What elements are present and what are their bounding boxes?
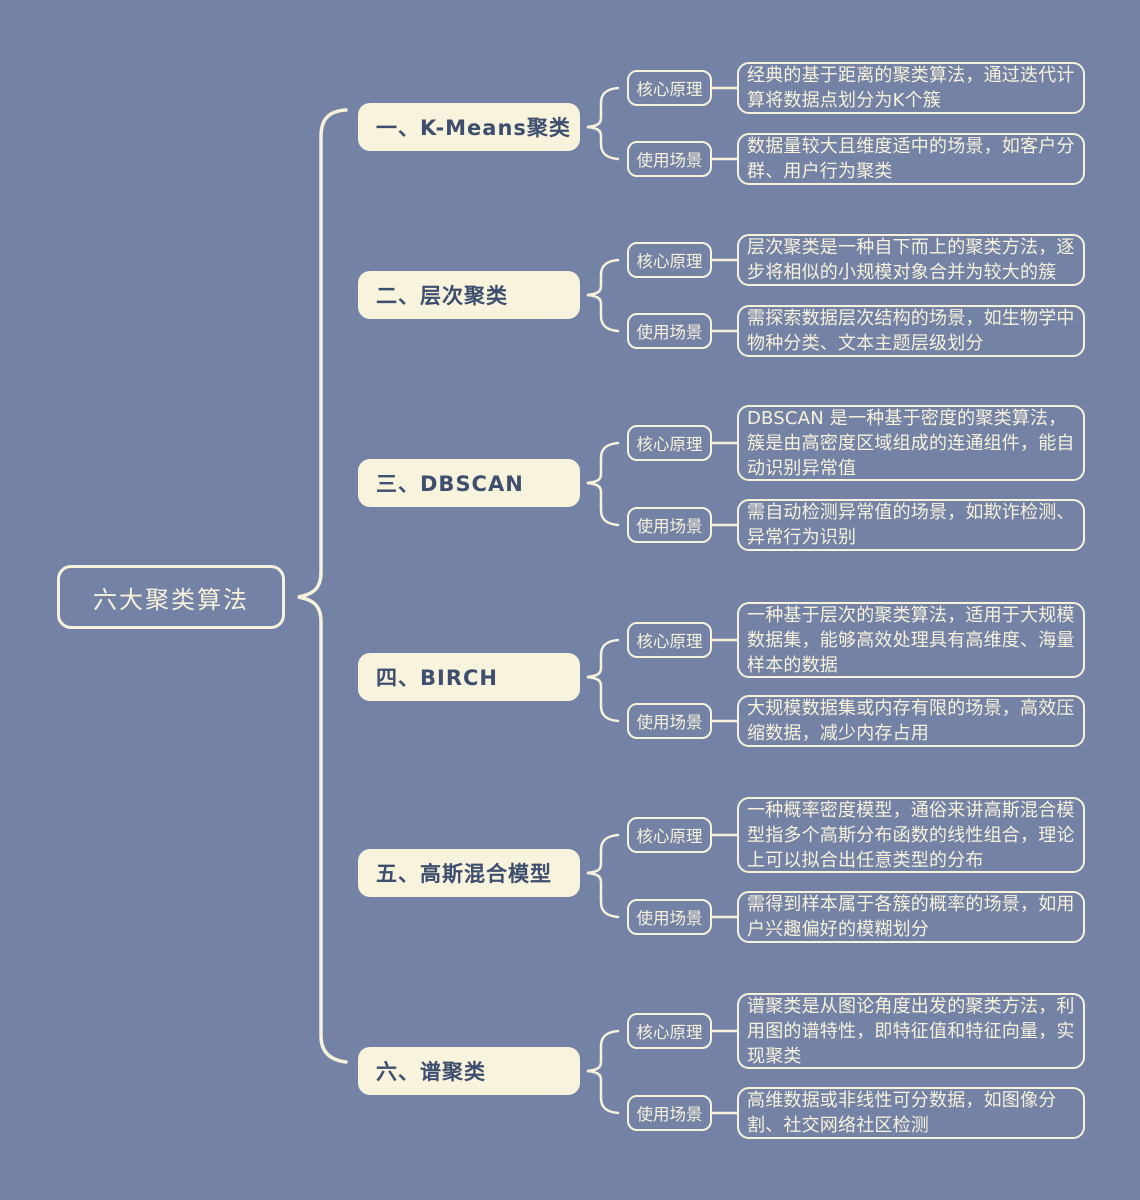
sub-label-text: 核心原理: [636, 435, 703, 454]
root-node[interactable]: 六大聚类算法: [57, 565, 285, 629]
branch-node-birch[interactable]: 四、BIRCH: [358, 653, 580, 701]
branch-brace-2: [586, 258, 620, 333]
root-label: 六大聚类算法: [93, 585, 249, 614]
sub-label-text: 核心原理: [636, 632, 703, 651]
scenario-label-birch[interactable]: 使用场景: [627, 703, 712, 739]
branch-brace-4: [586, 638, 620, 723]
desc-text: 需探索数据层次结构的场景，如生物学中物种分类、文本主题层级划分: [747, 308, 1075, 354]
sub-label-text: 核心原理: [636, 252, 703, 271]
branch-title: 二、层次聚类: [376, 284, 508, 308]
desc-text: 一种概率密度模型，通俗来讲高斯混合模型指多个高斯分布函数的线性组合，理论上可以拟…: [747, 799, 1075, 871]
principle-label-gmm[interactable]: 核心原理: [627, 817, 712, 853]
desc-text: 层次聚类是一种自下而上的聚类方法，逐步将相似的小规模对象合并为较大的簇: [747, 237, 1075, 283]
principle-desc-hierarchical[interactable]: 层次聚类是一种自下而上的聚类方法，逐步将相似的小规模对象合并为较大的簇: [737, 234, 1085, 286]
desc-text: 经典的基于距离的聚类算法，通过迭代计算将数据点划分为K个簇: [747, 65, 1075, 111]
principle-label-birch[interactable]: 核心原理: [627, 622, 712, 658]
sub-label-text: 使用场景: [636, 909, 703, 928]
principle-desc-birch[interactable]: 一种基于层次的聚类算法，适用于大规模数据集，能够高效处理具有高维度、海量样本的数…: [737, 602, 1085, 678]
desc-text: 谱聚类是从图论角度出发的聚类方法，利用图的谱特性，即特征值和特征向量，实现聚类: [747, 995, 1075, 1067]
branch-title: 六、谱聚类: [376, 1060, 486, 1084]
branch-title: 一、K-Means聚类: [376, 116, 571, 140]
desc-text: DBSCAN 是一种基于密度的聚类算法，簇是由高密度区域组成的连通组件，能自动识…: [747, 407, 1075, 479]
principle-desc-gmm[interactable]: 一种概率密度模型，通俗来讲高斯混合模型指多个高斯分布函数的线性组合，理论上可以拟…: [737, 797, 1085, 873]
root-brace: [297, 108, 348, 1064]
scenario-desc-birch[interactable]: 大规模数据集或内存有限的场景，高效压缩数据，减少内存占用: [737, 695, 1085, 747]
branch-node-spectral[interactable]: 六、谱聚类: [358, 1047, 580, 1095]
principle-label-kmeans[interactable]: 核心原理: [627, 70, 712, 106]
scenario-label-hierarchical[interactable]: 使用场景: [627, 313, 712, 349]
sub-label-text: 使用场景: [636, 517, 703, 536]
desc-text: 需得到样本属于各簇的概率的场景，如用户兴趣偏好的模糊划分: [747, 894, 1075, 940]
branch-node-hierarchical[interactable]: 二、层次聚类: [358, 271, 580, 319]
sub-label-text: 使用场景: [636, 1105, 703, 1124]
principle-desc-spectral[interactable]: 谱聚类是从图论角度出发的聚类方法，利用图的谱特性，即特征值和特征向量，实现聚类: [737, 993, 1085, 1069]
branch-brace-5: [586, 833, 620, 919]
branch-brace-3: [586, 441, 620, 527]
desc-text: 高维数据或非线性可分数据，如图像分割、社交网络社区检测: [747, 1090, 1057, 1136]
scenario-desc-hierarchical[interactable]: 需探索数据层次结构的场景，如生物学中物种分类、文本主题层级划分: [737, 305, 1085, 357]
scenario-desc-kmeans[interactable]: 数据量较大且维度适中的场景，如客户分群、用户行为聚类: [737, 133, 1085, 185]
scenario-label-gmm[interactable]: 使用场景: [627, 899, 712, 935]
scenario-desc-dbscan[interactable]: 需自动检测异常值的场景，如欺诈检测、异常行为识别: [737, 499, 1085, 551]
sub-label-text: 核心原理: [636, 80, 703, 99]
sub-label-text: 使用场景: [636, 713, 703, 732]
branch-title: 三、DBSCAN: [376, 472, 524, 496]
scenario-desc-gmm[interactable]: 需得到样本属于各簇的概率的场景，如用户兴趣偏好的模糊划分: [737, 891, 1085, 943]
principle-label-hierarchical[interactable]: 核心原理: [627, 242, 712, 278]
principle-label-dbscan[interactable]: 核心原理: [627, 425, 712, 461]
branch-node-kmeans[interactable]: 一、K-Means聚类: [358, 103, 580, 151]
desc-text: 一种基于层次的聚类算法，适用于大规模数据集，能够高效处理具有高维度、海量样本的数…: [747, 604, 1075, 676]
sub-label-text: 核心原理: [636, 827, 703, 846]
branch-node-gmm[interactable]: 五、高斯混合模型: [358, 849, 580, 897]
branch-node-dbscan[interactable]: 三、DBSCAN: [358, 459, 580, 507]
desc-text: 需自动检测异常值的场景，如欺诈检测、异常行为识别: [747, 502, 1075, 548]
scenario-desc-spectral[interactable]: 高维数据或非线性可分数据，如图像分割、社交网络社区检测: [737, 1087, 1085, 1139]
branch-title: 五、高斯混合模型: [376, 862, 552, 886]
scenario-label-kmeans[interactable]: 使用场景: [627, 141, 712, 177]
sub-label-text: 使用场景: [636, 323, 703, 342]
branch-brace-6: [586, 1029, 620, 1115]
desc-text: 数据量较大且维度适中的场景，如客户分群、用户行为聚类: [747, 136, 1075, 182]
principle-label-spectral[interactable]: 核心原理: [627, 1013, 712, 1049]
desc-text: 大规模数据集或内存有限的场景，高效压缩数据，减少内存占用: [747, 698, 1075, 744]
principle-desc-dbscan[interactable]: DBSCAN 是一种基于密度的聚类算法，簇是由高密度区域组成的连通组件，能自动识…: [737, 405, 1085, 481]
scenario-label-spectral[interactable]: 使用场景: [627, 1095, 712, 1131]
sub-label-text: 核心原理: [636, 1023, 703, 1042]
sub-label-text: 使用场景: [636, 151, 703, 170]
principle-desc-kmeans[interactable]: 经典的基于距离的聚类算法，通过迭代计算将数据点划分为K个簇: [737, 62, 1085, 114]
branch-title: 四、BIRCH: [376, 666, 498, 690]
scenario-label-dbscan[interactable]: 使用场景: [627, 507, 712, 543]
branch-brace-1: [586, 86, 620, 161]
